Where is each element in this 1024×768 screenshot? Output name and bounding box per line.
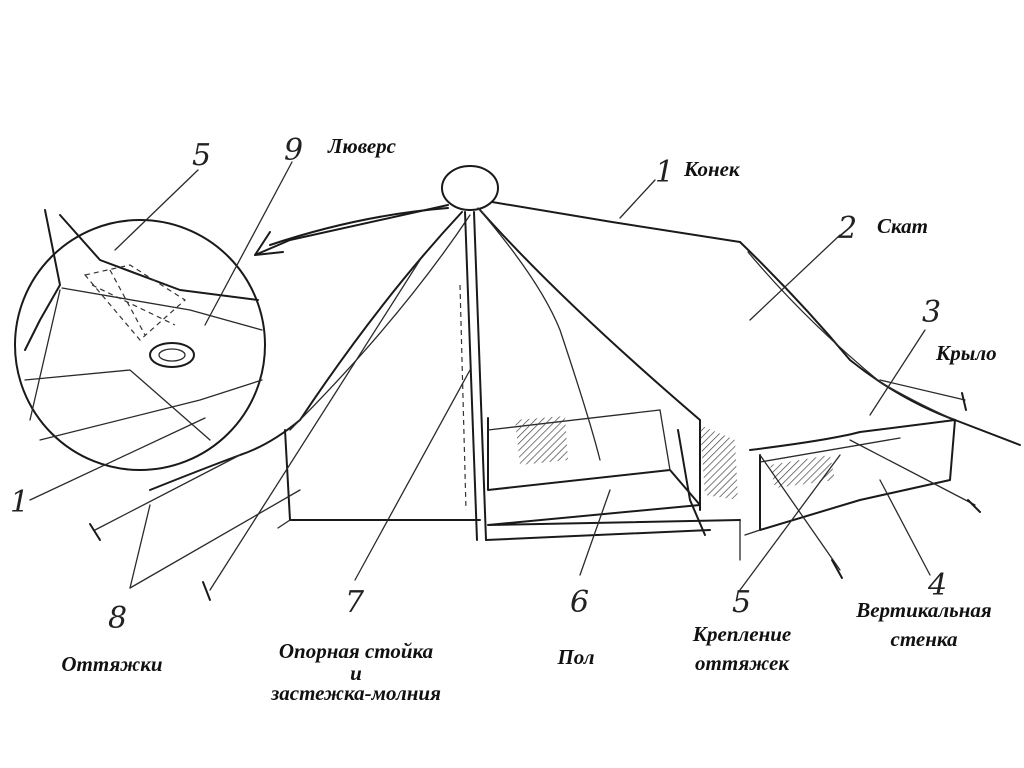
guy-line-left-1 xyxy=(94,454,241,531)
grommet-icon xyxy=(149,342,195,368)
number-3: 3 xyxy=(922,295,941,330)
number-5-top: 5 xyxy=(192,138,211,173)
label-stoyka-3: застежка-молния xyxy=(270,681,441,705)
number-2: 2 xyxy=(837,211,857,246)
number-9: 9 xyxy=(284,133,303,168)
grommet-detail xyxy=(14,204,449,471)
number-1-top: 1 xyxy=(655,155,674,190)
number-5-bottom: 5 xyxy=(732,585,751,620)
roof-slope-edge xyxy=(739,241,956,421)
floor xyxy=(487,417,741,526)
label-stoyka-1: Опорная стойка xyxy=(279,639,433,663)
label-luvers: Люверс xyxy=(327,134,397,158)
label-skat: Скат xyxy=(877,214,928,238)
label-kreplenie-1: Крепление xyxy=(692,622,792,646)
label-vertical-wall-2: стенка xyxy=(891,627,958,651)
guy-line-left-2 xyxy=(209,259,421,591)
number-8: 8 xyxy=(108,601,127,636)
label-ottyazhki: Оттяжки xyxy=(61,652,162,676)
part-numbers: 5 9 1 2 3 4 5 6 7 8 1 xyxy=(10,133,947,636)
number-7: 7 xyxy=(345,585,365,620)
label-konek: Конек xyxy=(683,157,741,181)
front-left-edge xyxy=(149,211,463,491)
label-pol: Пол xyxy=(556,645,594,669)
wing-edge xyxy=(749,419,1021,451)
number-4: 4 xyxy=(927,568,947,603)
leader-lines xyxy=(29,161,931,591)
vertical-wall xyxy=(759,419,956,531)
number-1-left: 1 xyxy=(10,485,29,520)
label-kreplenie-2: оттяжек xyxy=(695,651,790,675)
detail-circle xyxy=(14,219,266,471)
number-6: 6 xyxy=(570,585,589,620)
zipper xyxy=(459,284,467,511)
part-labels: Люверс Конек Скат Крыло Вертикальная сте… xyxy=(61,134,996,705)
label-krylo: Крыло xyxy=(935,341,997,365)
apex-cap xyxy=(441,165,499,211)
support-pole xyxy=(464,211,478,541)
label-vertical-wall-1: Вертикальная xyxy=(855,598,992,622)
label-stoyka-2: и xyxy=(350,661,362,685)
ridge-line xyxy=(491,201,741,243)
